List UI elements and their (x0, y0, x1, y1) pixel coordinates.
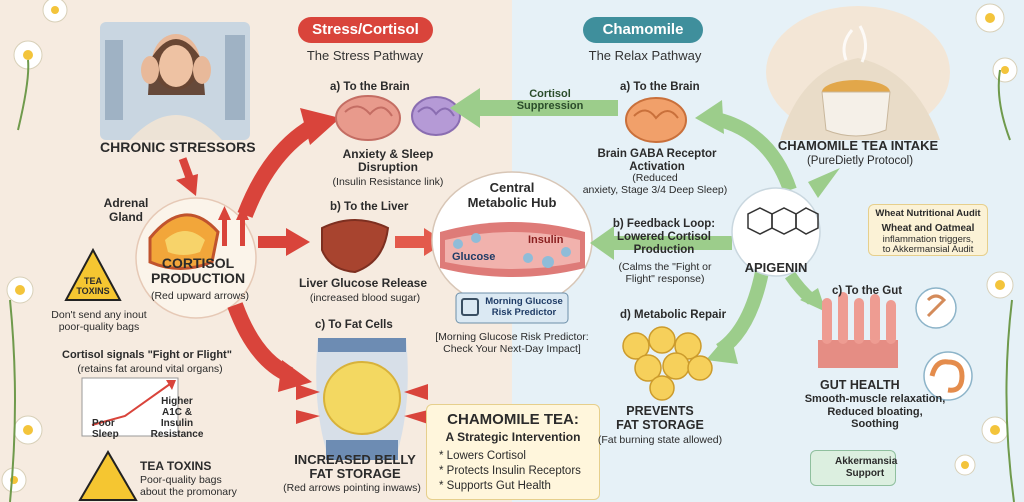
tea-intake-label: CHAMOMILE TEA INTAKE (777, 138, 939, 153)
intervention-subtitle: A Strategic Intervention (445, 430, 581, 444)
sleep-a1c-graph (81, 377, 179, 437)
green-arrow-to-gut (785, 271, 826, 312)
stressed-woman-portrait (100, 22, 250, 140)
anxiety-sleep-label: Anxiety & Sleep Disruption (342, 147, 434, 174)
relax-brain-title: a) To the Brain (620, 81, 700, 93)
fat-cells-icon (622, 326, 713, 401)
inflammation-note: inflammation triggers, to Akkermansial A… (882, 234, 974, 255)
brain-branch-title: a) To the Brain (330, 81, 410, 93)
gut-health-label: GUT HEALTH (820, 378, 900, 392)
wheat-oatmeal-label: Wheat and Oatmeal (881, 223, 975, 234)
gut-branch-title: c) To the Gut (832, 285, 903, 297)
green-arrow-to-hub (590, 226, 732, 260)
red-arrow-to-brain (237, 108, 340, 218)
brain-icon (335, 95, 401, 141)
cortisol-production-note: (Red upward arrows) (150, 290, 250, 302)
chronic-stressors-label: CHRONIC STRESSORS (100, 139, 256, 155)
metabolic-repair-title: d) Metabolic Repair (620, 309, 727, 321)
apigenin-label: APIGENIN (744, 260, 808, 275)
poor-sleep-label: Poor Sleep (92, 418, 119, 440)
insulin-label: Insulin (528, 234, 564, 246)
stress-cortisol-pill: Stress/Cortisol (298, 17, 433, 43)
green-arrow-to-brain (695, 100, 797, 193)
chamomile-pill: Chamomile (583, 17, 703, 43)
wheat-audit-card: Wheat Nutritional Audit Wheat and Oatmea… (868, 204, 988, 256)
warning-icon (78, 450, 138, 501)
insulin-resistance-note: (Insulin Resistance link) (332, 176, 444, 188)
prevents-fat-label: PREVENTS FAT STORAGE (616, 404, 704, 432)
tea-toxins-text: Poor-quality bags about the promonary (140, 474, 237, 498)
fat-branch-title: c) To Fat Cells (315, 319, 393, 331)
blood-vessel-icon (440, 222, 585, 277)
gaba-receptor-label: Brain GABA Receptor Activation (597, 148, 717, 173)
intervention-item: * Supports Gut Health (439, 480, 551, 492)
green-arrow-intake (808, 168, 840, 198)
intervention-title: CHAMOMILE TEA: (447, 411, 579, 428)
belly-fat-illustration (316, 338, 408, 460)
green-suppression-arrow (450, 88, 618, 128)
wheat-audit-title: Wheat Nutritional Audit (875, 208, 981, 219)
red-arrow-to-fat (227, 302, 312, 392)
chamomile-tea-portrait (766, 6, 950, 140)
glucose-predictor-note: [Morning Glucose Risk Predictor: Check Y… (435, 331, 589, 355)
liver-icon (321, 219, 390, 274)
green-arrow-to-fat (706, 270, 769, 364)
glucose-predictor-button[interactable]: Morning Glucose Risk Predictor (485, 296, 563, 318)
apigenin-molecule-icon (747, 207, 819, 235)
feedback-loop-label: b) Feedback Loop: Lowered Cortisol Produ… (612, 218, 716, 256)
fight-flight-label: Cortisol signals "Fight or Flight" (62, 349, 232, 361)
fight-flight-calm-note: (Calms the "Fight or Flight" response) (618, 261, 712, 285)
intervention-list: * Lowers Cortisol * Protects Insulin Rec… (439, 449, 581, 494)
cortisol-suppression-label: Cortisol Suppression (516, 88, 584, 112)
deep-sleep-note: (Reduced anxiety, Stage 3/4 Deep Sleep) (582, 172, 728, 196)
adrenal-gland-label: Adrenal Gland (103, 196, 149, 224)
tea-toxins-title: TEA TOXINS (140, 459, 212, 473)
warning-icon (64, 247, 122, 301)
chamomile-intervention-panel: CHAMOMILE TEA: A Strategic Intervention … (426, 404, 600, 500)
metabolic-hub-title: Central Metabolic Hub (467, 180, 557, 210)
gut-benefits-text: Smooth-muscle relaxation, Reduced bloati… (804, 393, 946, 430)
intervention-item: * Protects Insulin Receptors (439, 465, 581, 477)
relaxed-brain-icon (625, 97, 687, 143)
akkermansia-badge: Akkermansia Support (810, 450, 898, 486)
gut-villi-icon (818, 292, 898, 368)
tea-toxins-badge: TEA TOXINS (76, 276, 110, 296)
relax-pathway-subtitle: The Relax Pathway (588, 48, 702, 63)
fat-burning-note: (Fat burning state allowed) (597, 434, 723, 446)
visceral-fat-note: (retains fat around vital organs) (77, 363, 223, 375)
purple-brain-icon (411, 96, 461, 136)
belly-fat-label: INCREASED BELLY FAT STORAGE (294, 452, 416, 481)
stress-pathway-subtitle: The Stress Pathway (306, 48, 424, 63)
puredietly-protocol-note: (PureDietly Protocol) (806, 155, 914, 167)
inward-arrows-note: (Red arrows pointing inwaws) (283, 482, 421, 494)
cortisol-production-label: CORTISOL PRODUCTION (150, 255, 246, 286)
red-arrow-to-liver (258, 228, 310, 256)
blood-sugar-note: (increased blood sugar) (309, 292, 421, 304)
liver-glucose-label: Liver Glucose Release (298, 276, 428, 290)
akkermansia-label: Akkermansia Support (835, 456, 898, 479)
liver-branch-title: b) To the Liver (330, 201, 409, 213)
higher-a1c-label: Higher A1C & Insulin Resistance (150, 396, 204, 440)
intervention-item: * Lowers Cortisol (439, 450, 526, 462)
daisy-flower-icon (1, 0, 68, 493)
tea-toxins-note: Don't send any inout poor-quality bags (51, 309, 147, 333)
glucose-label: Glucose (452, 251, 496, 263)
